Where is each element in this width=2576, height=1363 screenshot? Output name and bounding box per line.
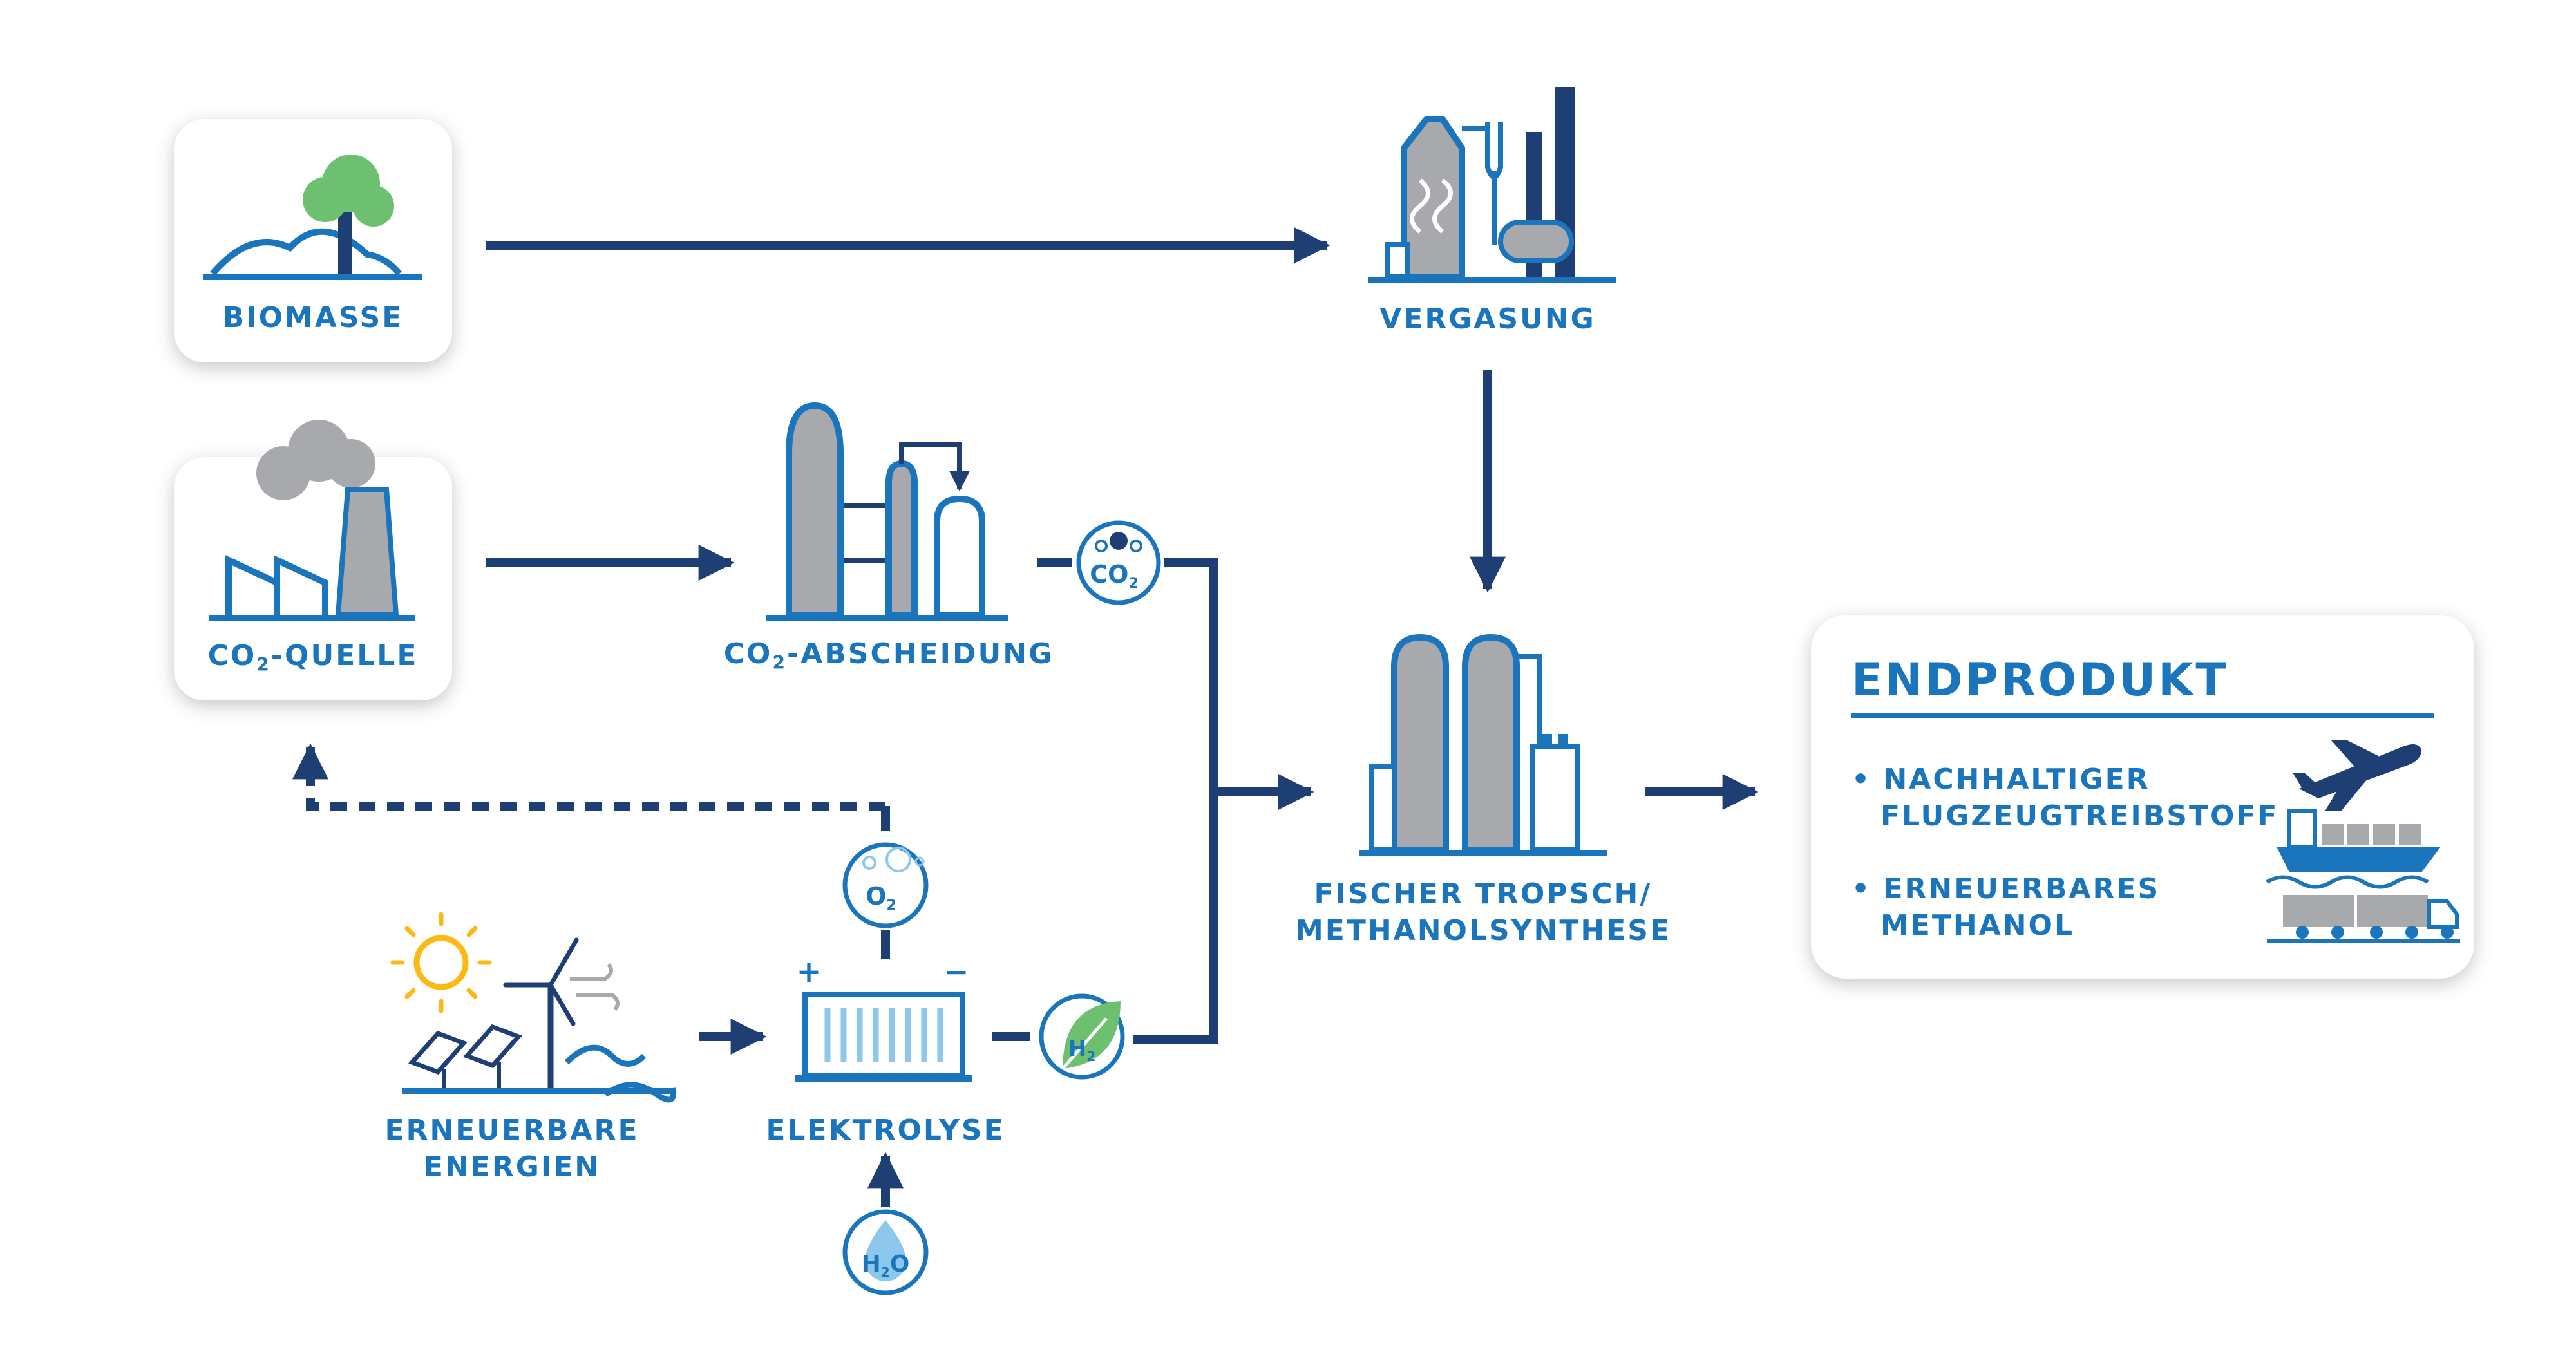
endprodukt-item-2-line1: • ERNEUERBARES	[1852, 872, 2160, 905]
co2-badge-label: CO2	[1090, 560, 1139, 592]
sun-icon	[413, 935, 469, 990]
erneuerbare-label-line1: ERNEUERBARE	[384, 1114, 639, 1147]
synthese-label-line1: FISCHER TROPSCH/	[1314, 878, 1653, 910]
flow-arrows	[292, 227, 1759, 1207]
vergasung-label: VERGASUNG	[1379, 303, 1596, 335]
endprodukt-divider	[1852, 713, 2434, 718]
biomasse-label: BIOMASSE	[223, 301, 404, 334]
erneuerbare-label-line2: ENERGIEN	[424, 1151, 600, 1183]
truck-icon	[2267, 895, 2460, 943]
erneuerbare-node: ERNEUERBARE ENERGIEN	[384, 912, 677, 1183]
elektrolyse-node: + − ELEKTROLYSE	[766, 954, 1005, 1147]
electrolyser-minus: −	[944, 954, 972, 989]
synthese-node: FISCHER TROPSCH/ METHANOLSYNTHESE	[1295, 634, 1671, 947]
water-wave-icon	[564, 1044, 647, 1067]
biomasse-card-bg	[174, 119, 452, 362]
o2-badge: O2	[842, 842, 929, 928]
biomasse-card: BIOMASSE	[174, 119, 452, 362]
co2-abscheidung-node: CO2-ABSCHEIDUNG	[724, 402, 1054, 673]
synthesis-reactor-icon	[1359, 634, 1607, 856]
h2o-badge-label: H2O	[862, 1251, 910, 1280]
o2-badge-label: O2	[866, 882, 896, 914]
co2-abscheidung-label: CO2-ABSCHEIDUNG	[724, 637, 1054, 673]
biomass-icon	[203, 155, 422, 280]
h2o-badge: H2O	[842, 1209, 929, 1295]
endprodukt-item-1-line2: FLUGZEUGTREIBSTOFF	[1880, 800, 2278, 832]
arrow-o2-return-dashed	[292, 743, 886, 811]
endprodukt-item-1-line1: • NACHHALTIGER	[1852, 763, 2150, 796]
co2-badge: CO2	[1076, 520, 1161, 605]
electrolyser-plus: +	[797, 954, 824, 989]
endprodukt-item-2-line2: METHANOL	[1880, 909, 2074, 942]
h2-badge-label: H2	[1068, 1036, 1095, 1064]
endprodukt-title: ENDPRODUKT	[1852, 653, 2229, 706]
line-co2-junction	[1133, 558, 1218, 1044]
co2-quelle-label: CO2-QUELLE	[208, 639, 419, 675]
solar-panels-icon	[408, 1024, 523, 1075]
electrolyser-icon: + −	[795, 954, 972, 1082]
vergasung-node: VERGASUNG	[1368, 87, 1616, 335]
separation-column-icon	[766, 402, 1008, 621]
wind-icon	[570, 963, 620, 1011]
airplane-icon	[2293, 740, 2421, 811]
container-ship-icon	[2266, 809, 2441, 889]
factory-icon	[209, 420, 415, 621]
renewable-energy-icon	[390, 912, 677, 1103]
water-drop-icon	[865, 1220, 906, 1281]
h2-badge: H2	[1039, 993, 1125, 1080]
elektrolyse-label: ELEKTROLYSE	[766, 1114, 1005, 1147]
co2-quelle-card: CO2-QUELLE	[174, 420, 452, 700]
gasifier-icon	[1368, 87, 1616, 283]
synthese-label-line2: METHANOLSYNTHESE	[1295, 914, 1671, 947]
endprodukt-card: ENDPRODUKT • NACHHALTIGER FLUGZEUGTREIBS…	[1811, 615, 2474, 979]
